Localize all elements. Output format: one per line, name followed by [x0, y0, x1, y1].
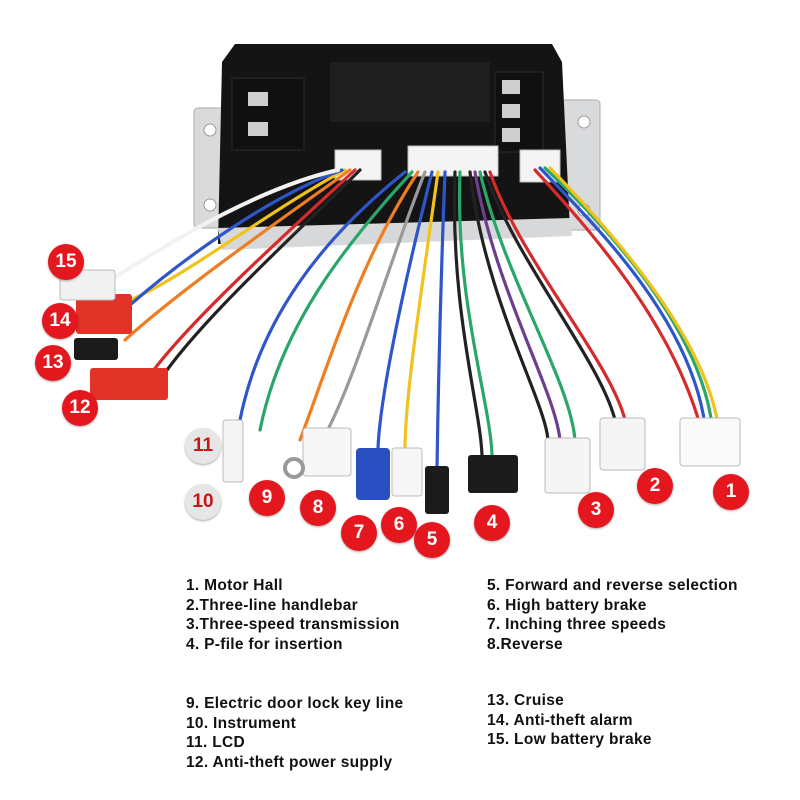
- legend-item-13: 13. Cruise: [487, 692, 565, 709]
- legend-item-14: 14. Anti-theft alarm: [487, 711, 633, 729]
- plug-three-speed: [544, 437, 591, 494]
- plug-inching: [356, 448, 390, 500]
- plug-handlebar: [599, 417, 646, 471]
- callout-15: 15: [48, 244, 84, 280]
- controller-unit: [193, 44, 601, 250]
- callout-6: 6: [381, 507, 417, 543]
- legend-item-1: 1. Motor Hall: [186, 577, 283, 594]
- callout-2: 2: [637, 468, 673, 504]
- legend-item-3: 3.Three-speed transmission: [186, 616, 400, 633]
- callout-3: 3: [578, 492, 614, 528]
- callout-10: 10: [185, 484, 221, 520]
- legend-item-4: 4. P-file for insertion: [186, 635, 343, 653]
- callout-7: 7: [341, 515, 377, 551]
- legend-column-1-top: 1. Motor Hall 2.Three-line handlebar 3.T…: [186, 576, 400, 654]
- callout-4: 4: [474, 505, 510, 541]
- connector-plugs: [59, 269, 741, 514]
- legend-item-12: 12. Anti-theft power supply: [186, 753, 393, 771]
- plug-forward-reverse: [425, 466, 449, 514]
- callout-5: 5: [414, 522, 450, 558]
- legend-item-15: 15. Low battery brake: [487, 731, 652, 748]
- plug-motor-hall: [679, 417, 741, 467]
- callout-14: 14: [42, 303, 78, 339]
- legend-column-2-top: 5. Forward and reverse selection 6. High…: [487, 576, 738, 654]
- plug-anti-theft-power: [90, 368, 168, 400]
- legend-item-2: 2.Three-line handlebar: [186, 596, 358, 614]
- legend-column-2-bottom: 13. Cruise 14. Anti-theft alarm 15. Low …: [487, 691, 652, 750]
- legend-item-6: 6. High battery brake: [487, 596, 647, 614]
- legend-item-5: 5. Forward and reverse selection: [487, 577, 738, 594]
- spade-terminal-instrument: [222, 419, 244, 483]
- legend-item-8: 8.Reverse: [487, 635, 563, 653]
- callout-11: 11: [185, 428, 221, 464]
- legend-item-7: 7. Inching three speeds: [487, 616, 667, 633]
- legend-column-1-bottom: 9. Electric door lock key line 10. Instr…: [186, 694, 403, 772]
- legend-item-10: 10. Instrument: [186, 714, 297, 732]
- callout-13: 13: [35, 345, 71, 381]
- controller-wiring-diagram: [59, 44, 741, 514]
- callout-1: 1: [713, 474, 749, 510]
- legend-item-9: 9. Electric door lock key line: [186, 695, 404, 712]
- wire-harness: [108, 166, 720, 472]
- legend-item-11: 11. LCD: [186, 734, 245, 751]
- callout-12: 12: [62, 390, 98, 426]
- plug-anti-theft-alarm: [76, 294, 132, 334]
- ring-terminal-door-lock: [283, 457, 305, 479]
- callout-8: 8: [300, 490, 336, 526]
- plug-reverse: [302, 427, 352, 477]
- callout-9: 9: [249, 480, 285, 516]
- plug-p-file: [468, 455, 518, 493]
- plug-cruise: [74, 338, 118, 360]
- plug-high-brake: [391, 447, 423, 497]
